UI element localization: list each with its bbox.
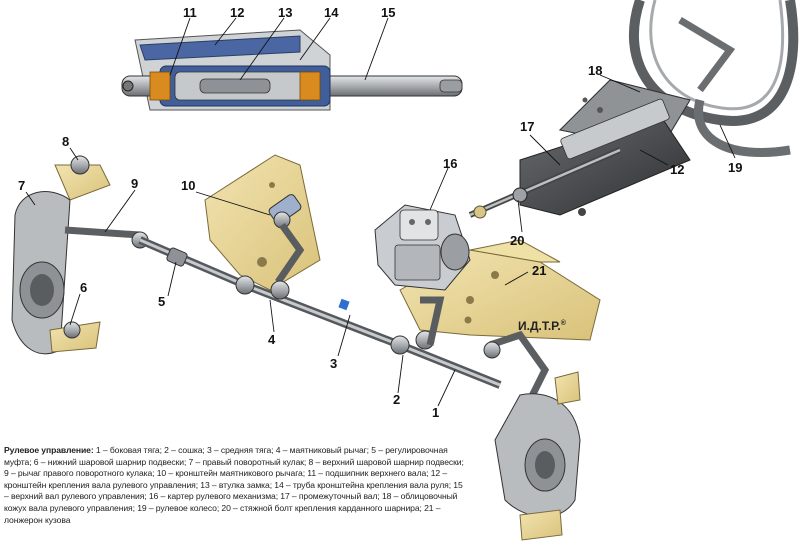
leader-lines	[25, 17, 736, 407]
label-1: 1	[432, 405, 439, 420]
tie-rods	[138, 236, 502, 389]
steering-column	[468, 0, 799, 219]
bearing-left	[149, 71, 171, 101]
label-15: 15	[381, 5, 395, 20]
pendulum-arm	[275, 222, 305, 284]
upper-shaft-assembly	[121, 29, 463, 111]
lock-sleeve	[199, 78, 271, 94]
label-20: 20	[510, 233, 524, 248]
label-6: 6	[80, 280, 87, 295]
label-12-right: 12	[670, 162, 684, 177]
pitman-arm	[420, 296, 445, 346]
label-14: 14	[324, 5, 339, 20]
right-knuckle	[11, 155, 149, 355]
label-9: 9	[131, 176, 138, 191]
label-19: 19	[728, 160, 742, 175]
label-8: 8	[62, 134, 69, 149]
caption-title: Рулевое управление:	[4, 445, 94, 455]
steering-wheel-rim	[694, 98, 791, 158]
label-10: 10	[181, 178, 195, 193]
pendulum-bracket	[204, 154, 321, 291]
figure-caption: Рулевое управление: 1 – боковая тяга; 2 …	[4, 445, 464, 526]
label-12-top: 12	[230, 5, 244, 20]
steering-gear-housing	[374, 204, 471, 291]
adjusting-sleeve	[166, 247, 188, 267]
label-21: 21	[532, 263, 546, 278]
bearing-right	[299, 71, 321, 101]
left-knuckle	[488, 330, 581, 541]
label-2: 2	[393, 392, 400, 407]
label-13: 13	[278, 5, 292, 20]
label-17: 17	[520, 119, 534, 134]
label-4: 4	[268, 332, 276, 347]
label-11: 11	[183, 5, 197, 20]
callout-labels: 11 12 13 14 15 8 7 9 10 5 6 4 3 2 1 16 1…	[18, 5, 742, 420]
label-18: 18	[588, 63, 602, 78]
label-7: 7	[18, 178, 25, 193]
label-5: 5	[158, 294, 165, 309]
label-16: 16	[443, 156, 457, 171]
bracket-tube	[139, 35, 301, 61]
publisher-logo: И.Д.Т.Р.®	[518, 319, 567, 333]
clamp-bolt	[512, 187, 528, 203]
knuckle-arm	[64, 226, 141, 239]
caption-text: 1 – боковая тяга; 2 – сошка; 3 – средняя…	[4, 445, 464, 525]
label-3: 3	[330, 356, 337, 371]
